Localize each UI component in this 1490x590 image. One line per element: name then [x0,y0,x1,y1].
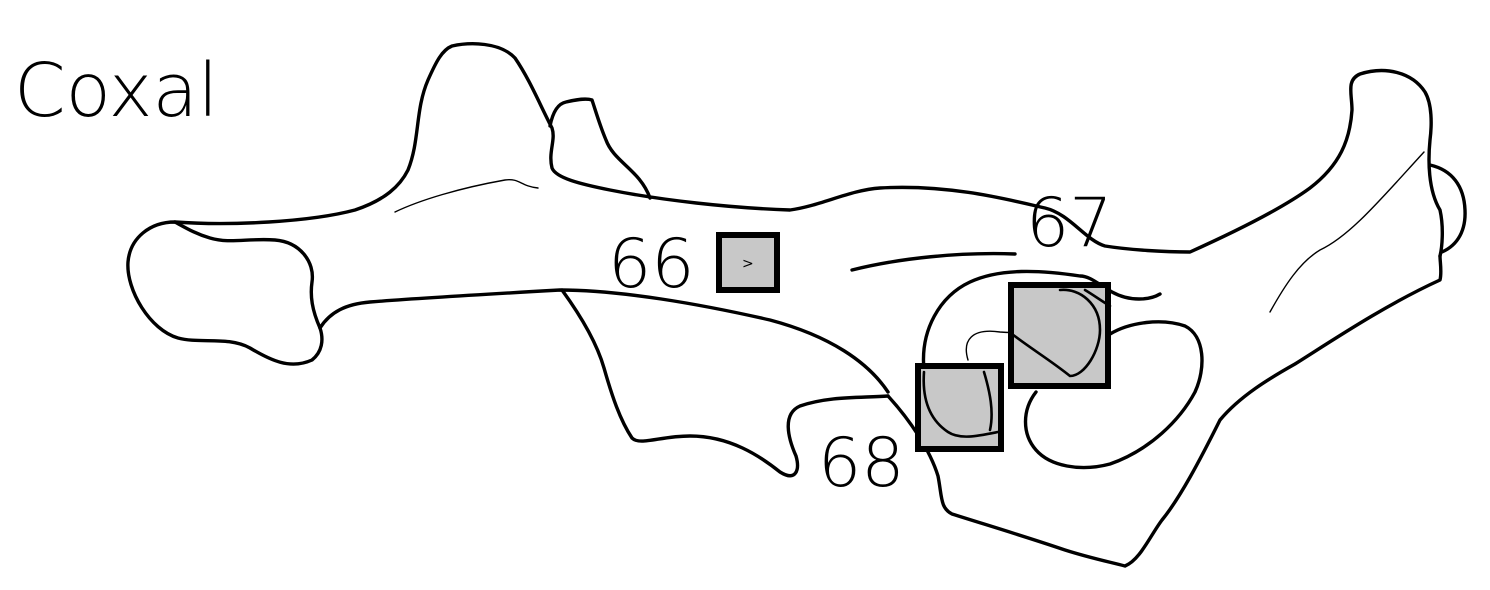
pubic-flange-outline [560,288,890,478]
contour-line-left [394,178,539,213]
region-66-box [716,232,780,293]
region-66-mark: > [742,256,754,272]
region-67-label: 67 [1026,184,1113,263]
region-67-inner-outline [1010,288,1112,378]
diagram-title: Coxal [14,48,218,134]
ischial-tuberosity-outline [126,220,324,366]
region-68-inner-outline [922,370,1000,438]
acetabulum-outer-outline [921,269,1162,372]
coxal-bone-outline [126,42,1467,568]
upper-border-outline [173,42,1444,258]
gluteal-line-outline [850,251,1017,272]
region-66: > 66 [608,225,780,304]
iliac-crest-outline [1428,163,1467,254]
contour-line-right [1269,151,1425,313]
region-68: 68 [818,363,1004,503]
acetabular-fossa-outline [1023,320,1204,470]
region-68-label: 68 [818,424,905,503]
region-67-box [1008,282,1111,389]
region-67: 67 [1008,184,1113,389]
ischial-spine-outline [548,97,652,200]
lower-shaft-outline [318,288,890,394]
pubic-body-outline [886,254,1443,568]
region-66-label: 66 [608,225,695,304]
